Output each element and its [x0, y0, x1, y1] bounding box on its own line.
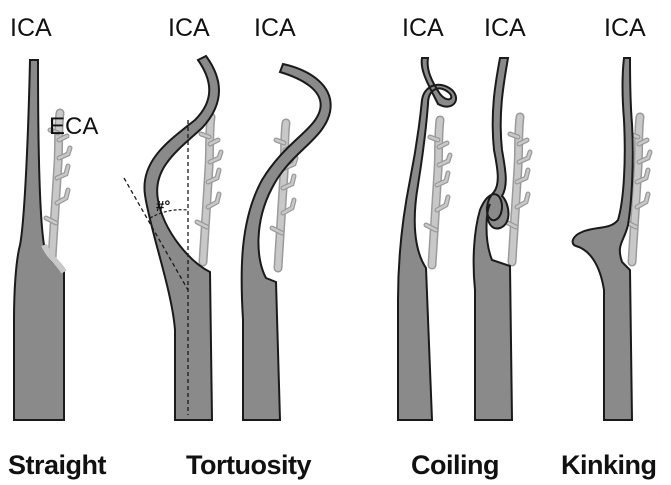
tortuosity-vessel-2: [242, 64, 331, 420]
eca-label: ECA: [49, 115, 98, 139]
ica-label-coiling-2: ICA: [484, 16, 526, 41]
caption-kinking: Kinking: [561, 452, 657, 479]
caption-straight: Straight: [8, 452, 106, 479]
tortuosity-vessel-1: [124, 56, 221, 420]
caption-tortuosity: Tortuosity: [186, 452, 311, 479]
ica-label-tortuosity-1: ICA: [168, 16, 210, 41]
ica-label-kinking: ICA: [604, 16, 646, 41]
angle-label: #°: [156, 199, 170, 214]
caption-coiling: Coiling: [411, 452, 499, 479]
coiling-vessel-1: [398, 58, 456, 420]
coiling-vessel-2: [474, 58, 530, 420]
ica-label-straight: ICA: [10, 16, 52, 41]
kinking-vessel: [573, 58, 650, 420]
coiling-eca-branch-2: [506, 117, 530, 262]
tortuosity-eca-branch-1: [197, 117, 221, 262]
coiling-eca-branch-1: [426, 120, 450, 265]
ica-label-tortuosity-2: ICA: [254, 16, 296, 41]
ica-label-coiling-1: ICA: [402, 16, 444, 41]
